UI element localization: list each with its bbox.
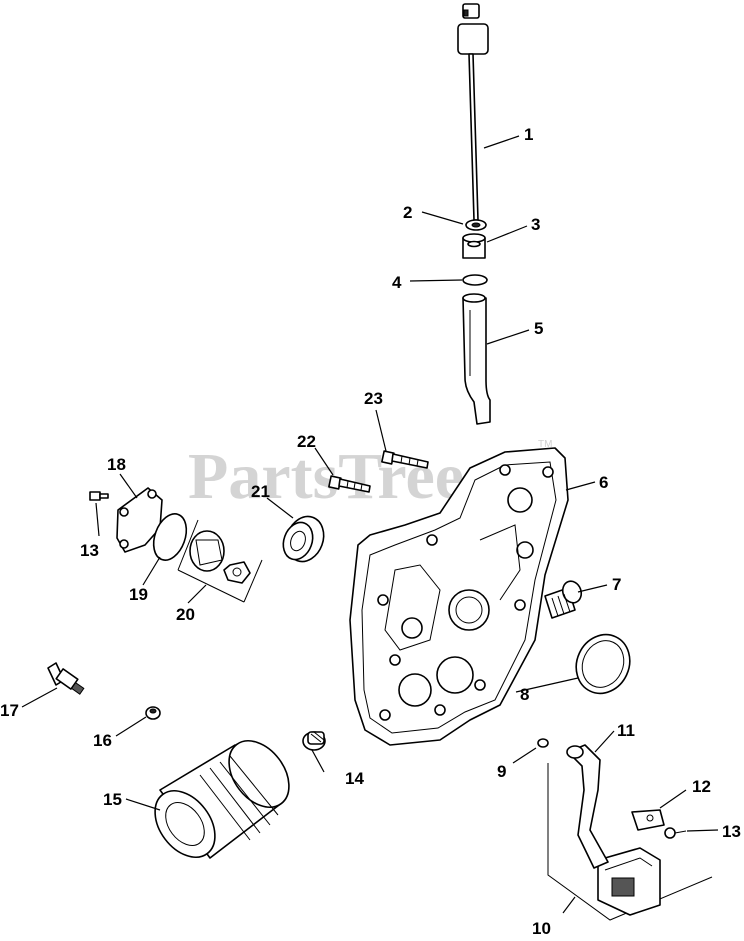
part-11-pickup-tube[interactable] (566, 744, 609, 869)
callout-17: 17 (0, 701, 19, 720)
callout-19: 19 (129, 585, 148, 604)
callout-12: 12 (692, 777, 711, 796)
part-22-bolt[interactable] (328, 475, 371, 493)
part-10-group-bracket (547, 763, 713, 921)
part-7-plug[interactable] (544, 579, 584, 619)
callout-22: 22 (297, 432, 316, 451)
part-1-dipstick[interactable] (457, 3, 489, 221)
callout-5: 5 (534, 319, 543, 338)
watermark-trademark: TM (538, 439, 552, 450)
callout-23: 23 (364, 389, 383, 408)
part-9-o-ring[interactable] (537, 738, 549, 748)
callout-7: 7 (612, 575, 621, 594)
part-12-clamp[interactable] (631, 809, 665, 831)
leader-lines (21, 135, 719, 914)
callout-13-left: 13 (80, 541, 99, 560)
part-15-oil-filter[interactable] (143, 729, 301, 868)
part-18-pump-cover[interactable] (116, 487, 163, 553)
callout-16: 16 (93, 731, 112, 750)
callout-3: 3 (531, 215, 540, 234)
part-17-sensor[interactable] (47, 662, 85, 695)
part-4-o-ring[interactable] (462, 274, 488, 286)
callout-numbers: 1 2 3 4 5 6 7 8 9 10 11 12 13 13 14 15 1… (0, 125, 741, 938)
part-6-crankcase-cover[interactable] (349, 447, 569, 746)
callout-4: 4 (392, 273, 402, 292)
part-20-oil-pump-rotors[interactable] (177, 519, 263, 603)
watermark-text: PartsTree (188, 440, 464, 513)
part-10-oil-pickup[interactable] (597, 847, 661, 916)
callout-1: 1 (524, 125, 533, 144)
callout-13-right: 13 (722, 822, 741, 841)
callout-21: 21 (251, 482, 270, 501)
callout-20: 20 (176, 605, 195, 624)
part-16-plug[interactable] (145, 706, 161, 720)
part-13-screw-right[interactable] (664, 827, 687, 839)
part-21-oil-seal[interactable] (278, 511, 329, 567)
callout-2: 2 (403, 203, 412, 222)
callout-14: 14 (345, 769, 364, 788)
part-14-drain-plug[interactable] (302, 731, 326, 751)
part-3-tube-nut[interactable] (462, 233, 486, 259)
callout-9: 9 (497, 762, 506, 781)
callout-6: 6 (599, 473, 608, 492)
part-23-bolt[interactable] (381, 450, 429, 469)
callout-8: 8 (520, 685, 529, 704)
callout-18: 18 (107, 455, 126, 474)
callout-11: 11 (617, 721, 635, 740)
callout-15: 15 (103, 790, 122, 809)
part-8-oil-seal[interactable] (567, 626, 639, 702)
part-5-dipstick-tube[interactable] (462, 293, 491, 425)
callout-10: 10 (532, 919, 551, 938)
part-13-screw-left[interactable] (89, 491, 109, 501)
part-19-o-ring[interactable] (148, 509, 193, 564)
